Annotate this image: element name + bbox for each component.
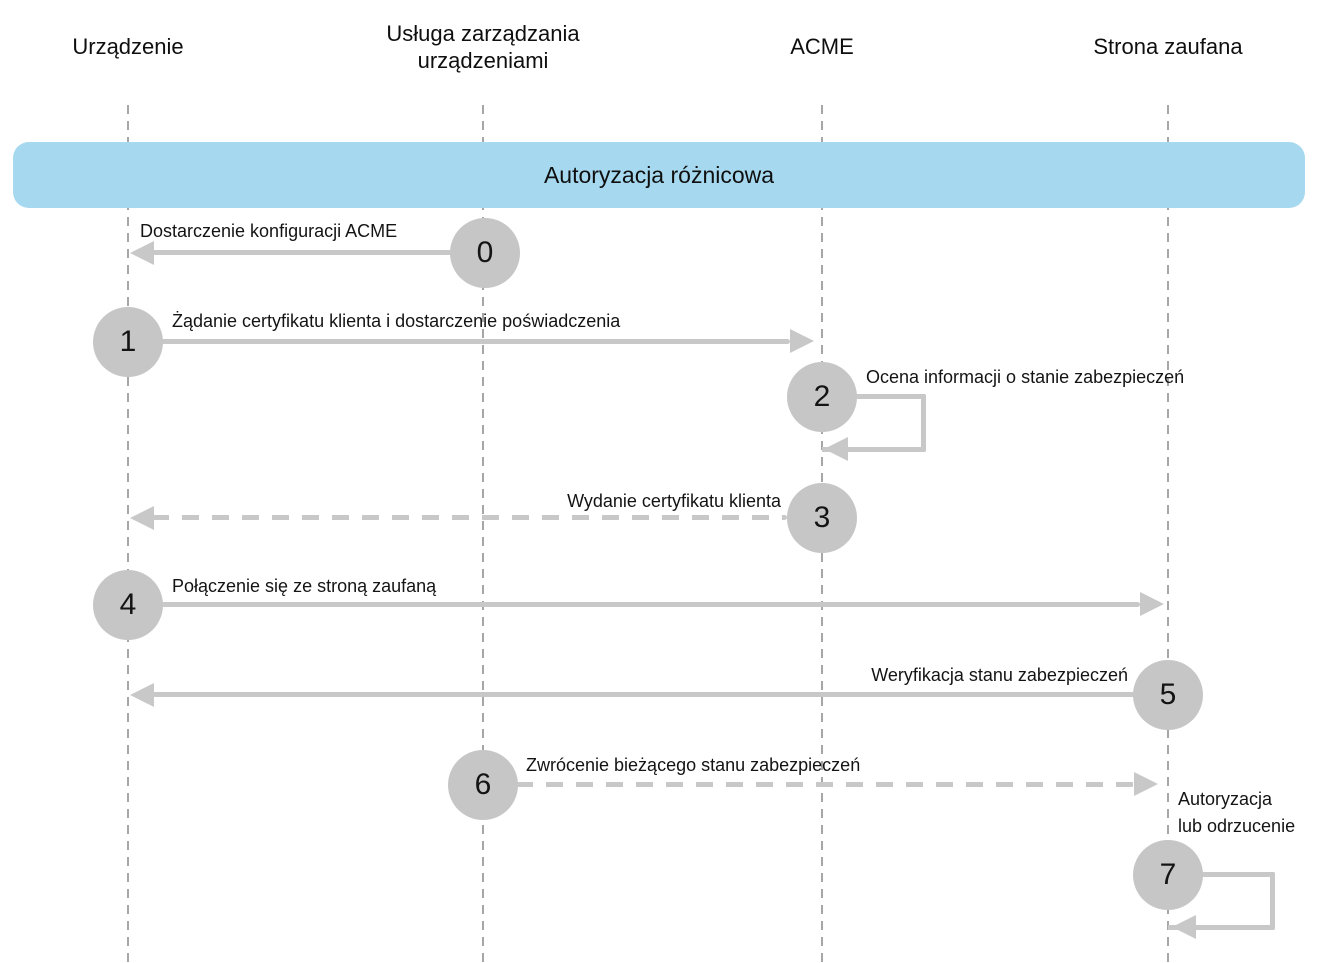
step-4-label: Połączenie się ze stroną zaufaną [172, 576, 437, 596]
actor-label-relying-party: Strona zaufana [1093, 34, 1243, 59]
step-3-arrow [152, 515, 787, 520]
step-5-circle: 5 [1133, 660, 1203, 730]
step-0-label: Dostarczenie konfiguracji ACME [140, 221, 398, 241]
arrowhead-left-icon [824, 437, 848, 461]
step-2-number: 2 [813, 380, 831, 413]
step-1-arrow [161, 339, 790, 344]
title-banner: Autoryzacja różnicowa [13, 142, 1305, 208]
step-1-label: Żądanie certyfikatu klienta i dostarczen… [172, 311, 621, 331]
step-2-label: Ocena informacji o stanie zabezpieczeń [866, 367, 1185, 387]
step-3-circle: 3 [787, 483, 857, 553]
step-7-self-loop [1168, 872, 1275, 930]
lifeline-mdm-service [482, 105, 484, 963]
step-4-circle: 4 [93, 570, 163, 640]
step-0-circle: 0 [450, 218, 520, 288]
step-3-label: Wydanie certyfikatu klienta [567, 491, 781, 511]
step-6-arrow [516, 782, 1134, 787]
step-6-number: 6 [474, 768, 492, 801]
step-4-number: 4 [119, 588, 137, 621]
step-1-circle: 1 [93, 307, 163, 377]
actor-label-device: Urządzenie [72, 34, 184, 59]
lifeline-device [127, 105, 129, 963]
step-5-arrow [152, 692, 1135, 697]
arrowhead-left-icon [1172, 915, 1196, 939]
step-5-number: 5 [1159, 678, 1177, 711]
step-7-circle: 7 [1133, 840, 1203, 910]
title-banner-label: Autoryzacja różnicowa [543, 161, 775, 188]
arrowhead-right-icon [1134, 772, 1158, 796]
step-4-arrow [161, 602, 1140, 607]
step-5-label: Weryfikacja stanu zabezpieczeń [871, 665, 1128, 685]
step-2-circle: 2 [787, 362, 857, 432]
arrowhead-right-icon [790, 329, 814, 353]
arrowhead-right-icon [1140, 592, 1164, 616]
arrowhead-left-icon [130, 241, 154, 265]
actor-label-acme: ACME [790, 34, 854, 59]
step-6-circle: 6 [448, 750, 518, 820]
step-2-self-loop [822, 394, 926, 452]
arrowhead-left-icon [130, 683, 154, 707]
arrowhead-left-icon [130, 506, 154, 530]
step-7-number: 7 [1159, 858, 1177, 891]
lifeline-relying-party [1167, 105, 1169, 963]
step-0-number: 0 [476, 236, 494, 269]
step-1-number: 1 [119, 325, 137, 358]
step-7-label: Autoryzacja lub odrzucenie [1178, 789, 1296, 836]
step-0-arrow [152, 250, 452, 255]
step-6-label: Zwrócenie bieżącego stanu zabezpieczeń [526, 755, 861, 775]
actor-label-mdm-service: Usługa zarządzania urządzeniami [386, 21, 580, 73]
step-3-number: 3 [813, 501, 831, 534]
